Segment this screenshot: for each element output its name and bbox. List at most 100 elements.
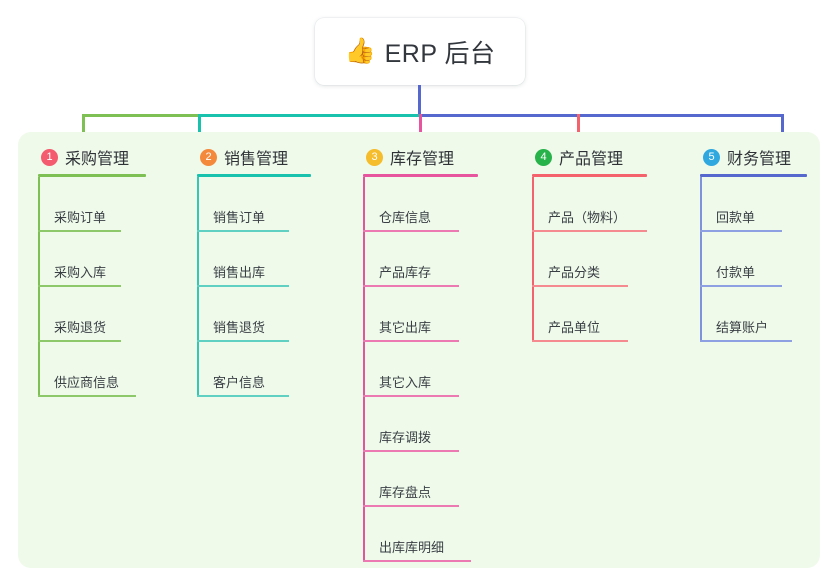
branch-children-4: 产品（物料） 产品分类 产品单位 (532, 177, 654, 342)
child-spine (197, 342, 199, 397)
branch-column-4: 4 产品管理 产品（物料） 产品分类 产品单位 (532, 145, 654, 342)
child-spine (532, 287, 534, 342)
child-spine (363, 397, 365, 452)
child-underline (532, 285, 628, 287)
list-item[interactable]: 库存盘点 (363, 452, 481, 507)
connector-drop-branch-5 (781, 114, 784, 145)
child-spine (363, 287, 365, 342)
child-spine (363, 507, 365, 562)
child-underline (197, 395, 289, 397)
list-item[interactable]: 产品分类 (532, 232, 654, 287)
child-spine (363, 177, 365, 232)
child-spine (38, 177, 40, 232)
child-label: 客户信息 (213, 375, 266, 390)
child-underline (532, 230, 647, 232)
child-label: 库存盘点 (379, 485, 432, 500)
list-item[interactable]: 客户信息 (197, 342, 312, 397)
list-item[interactable]: 采购入库 (38, 232, 150, 287)
connector-drop-branch-4 (577, 114, 580, 145)
list-item[interactable]: 产品（物料） (532, 177, 654, 232)
child-spine (363, 342, 365, 397)
child-spine (532, 177, 534, 232)
list-item[interactable]: 其它入库 (363, 342, 481, 397)
branch-rule-5 (700, 174, 807, 177)
connector-bar-segment-1 (82, 114, 199, 117)
child-spine (197, 287, 199, 342)
list-item[interactable]: 其它出库 (363, 287, 481, 342)
child-underline (38, 340, 121, 342)
branch-header-5[interactable]: 5 财务管理 (700, 145, 810, 169)
branch-header-1[interactable]: 1 采购管理 (38, 145, 150, 169)
list-item[interactable]: 出库库明细 (363, 507, 481, 562)
connector-drop-branch-3 (419, 114, 422, 145)
child-label: 回款单 (716, 210, 756, 225)
branch-column-1: 1 采购管理 采购订单 采购入库 采购退货 供应商信息 (38, 145, 150, 397)
list-item[interactable]: 销售退货 (197, 287, 312, 342)
child-label: 产品分类 (548, 265, 601, 280)
list-item[interactable]: 采购订单 (38, 177, 150, 232)
branch-column-5: 5 财务管理 回款单 付款单 结算账户 (700, 145, 810, 342)
child-underline (197, 285, 289, 287)
list-item[interactable]: 付款单 (700, 232, 810, 287)
child-underline (363, 560, 471, 562)
child-underline (363, 395, 459, 397)
list-item[interactable]: 采购退货 (38, 287, 150, 342)
branch-badge-4: 4 (535, 148, 552, 166)
child-spine (38, 232, 40, 287)
child-label: 其它入库 (379, 375, 432, 390)
list-item[interactable]: 产品单位 (532, 287, 654, 342)
branch-title-5: 财务管理 (727, 151, 792, 168)
child-spine (700, 287, 702, 342)
child-label: 供应商信息 (54, 375, 120, 390)
branch-rule-3 (363, 174, 478, 177)
root-node-content: 👍 ERP 后台 (344, 34, 495, 70)
list-item[interactable]: 销售出库 (197, 232, 312, 287)
child-underline (363, 285, 459, 287)
branch-header-3[interactable]: 3 库存管理 (363, 145, 481, 169)
child-label: 采购退货 (54, 320, 107, 335)
branch-column-3: 3 库存管理 仓库信息 产品库存 其它出库 其它入库 (363, 145, 481, 562)
list-item[interactable]: 产品库存 (363, 232, 481, 287)
child-underline (700, 230, 782, 232)
child-underline (38, 230, 121, 232)
child-label: 出库库明细 (379, 540, 445, 555)
root-node[interactable]: 👍 ERP 后台 (315, 18, 525, 85)
branch-header-2[interactable]: 2 销售管理 (197, 145, 312, 169)
connector-bar-segment-2 (198, 114, 420, 117)
list-item[interactable]: 销售订单 (197, 177, 312, 232)
branch-badge-1: 1 (41, 148, 58, 166)
child-label: 结算账户 (716, 320, 769, 335)
list-item[interactable]: 库存调拨 (363, 397, 481, 452)
root-title: ERP 后台 (384, 39, 496, 68)
branch-rule-2 (197, 174, 311, 177)
branch-badge-2: 2 (200, 148, 217, 166)
connector-drop-branch-2 (198, 114, 201, 145)
branch-badge-3: 3 (366, 148, 383, 166)
branch-children-3: 仓库信息 产品库存 其它出库 其它入库 库存调拨 (363, 177, 481, 562)
child-underline (38, 395, 136, 397)
connector-bar-segment-3 (419, 114, 784, 117)
list-item[interactable]: 仓库信息 (363, 177, 481, 232)
child-underline (532, 340, 628, 342)
branch-title-3: 库存管理 (390, 151, 455, 168)
list-item[interactable]: 结算账户 (700, 287, 810, 342)
list-item[interactable]: 回款单 (700, 177, 810, 232)
child-label: 其它出库 (379, 320, 432, 335)
child-underline (197, 340, 289, 342)
branch-children-2: 销售订单 销售出库 销售退货 客户信息 (197, 177, 312, 397)
child-label: 销售订单 (213, 210, 266, 225)
child-label: 销售退货 (213, 320, 266, 335)
child-underline (197, 230, 289, 232)
branch-title-4: 产品管理 (559, 151, 624, 168)
child-underline (363, 505, 459, 507)
diagram-panel (18, 132, 820, 568)
list-item[interactable]: 供应商信息 (38, 342, 150, 397)
child-spine (700, 177, 702, 232)
child-label: 产品库存 (379, 265, 432, 280)
branch-header-4[interactable]: 4 产品管理 (532, 145, 654, 169)
child-label: 采购入库 (54, 265, 107, 280)
child-underline (363, 450, 459, 452)
branch-children-5: 回款单 付款单 结算账户 (700, 177, 810, 342)
child-spine (197, 232, 199, 287)
